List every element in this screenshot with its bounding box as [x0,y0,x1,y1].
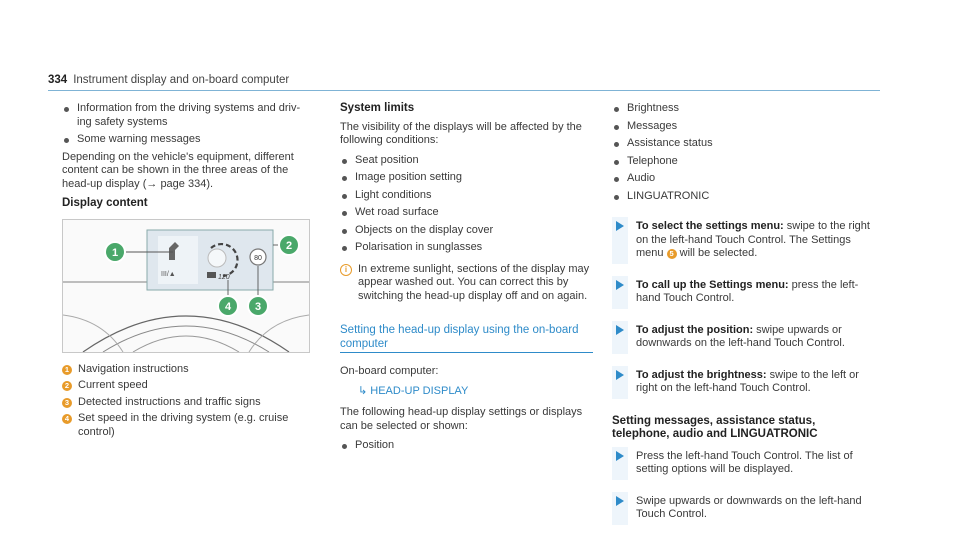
paragraph: On-board computer: [340,365,439,377]
nav-arrow-icon [169,241,179,260]
svg-text:4: 4 [225,301,232,313]
instruction-step: To select the settings menu: swipe to th… [612,217,874,264]
list-item: LINGUATRONIC [612,190,874,204]
step-arrow-icon [616,369,624,380]
list-item: Image position setting [340,171,593,185]
column-3: Brightness Messages Assistance status Te… [612,102,874,537]
list-item: Assistance status [612,137,874,151]
column-1: Information from the driving systems and… [62,102,310,442]
callout-1: 1 [104,240,126,263]
menu-badge: 5 [666,249,677,259]
step-arrow-icon [616,221,624,231]
hud-illustration: III/▲ 120 80 1 2 [62,218,310,353]
bullet-list: Information from the driving systems and… [62,102,308,147]
list-item: Information from the driving systems and… [62,102,308,129]
instruction-step: Press the left-hand Touch Control. The l… [612,446,874,480]
bullet-list: Position [340,439,593,453]
list-item: Objects on the display cover [340,224,593,238]
page-header: 334 Instrument display and on-board compu… [48,74,289,86]
list-item: Audio [612,172,874,186]
svg-text:3: 3 [255,301,261,313]
info-icon: i [340,263,352,276]
section-heading: Setting messages, assistance status, tel… [612,414,818,441]
menu-arrow-icon: ↳ [358,384,371,397]
bullet-list: Brightness Messages Assistance status Te… [612,102,874,203]
hud-illustration-svg: III/▲ 120 80 1 2 [63,229,309,352]
list-item: Telephone [612,155,874,169]
page-title: Instrument display and on-board computer [73,74,290,86]
step-arrow-icon [616,450,624,461]
speed-sign-icon [249,247,267,266]
step-arrow-icon [616,324,624,335]
menu-path: ↳ HEAD-UP DISPLAY [358,384,469,397]
instruction-step: To adjust the position: swipe upwards or… [612,320,874,354]
step-arrow-icon [616,495,624,506]
callout-4: 4 [217,294,239,317]
paragraph: The visibility of the displays will be a… [340,120,582,147]
svg-text:2: 2 [286,240,292,252]
list-item: Wet road surface [340,206,593,220]
svg-text:1: 1 [112,247,118,259]
speed-sign-label: 80 [254,255,262,262]
list-item: Polarisation in sunglasses [340,241,593,255]
list-item: Light conditions [340,189,593,203]
page-number: 334 [48,74,68,86]
header-rule [48,90,880,91]
list-item: Some warning messages [62,133,308,147]
list-item: Messages [612,120,874,134]
list-item: Position [340,439,593,453]
paragraph: The following head-up display settings o… [340,406,583,432]
callout-3: 3 [247,294,269,317]
callout-2: 2 [278,233,300,256]
instruction-step: To call up the Settings menu: press the … [612,275,874,309]
section-heading-link: Setting the head-up display using the on… [340,323,593,353]
instruction-step: To adjust the brightness: swipe to the l… [612,365,874,399]
section-heading: System limits [340,102,415,114]
step-arrow-icon [616,279,624,290]
section-heading: Display content [62,197,148,209]
paragraph: Depending on the vehicle's equipment, di… [62,150,294,190]
info-note: i In extreme sunlight, sections of the d… [340,263,593,304]
column-2: System limits The visibility of the disp… [340,102,593,457]
svg-text:III/▲: III/▲ [161,271,176,278]
bullet-list: Seat position Image position setting Lig… [340,154,593,255]
list-item: Seat position [340,154,593,168]
instruction-step: Swipe upwards or downwards on the left-h… [612,491,874,525]
set-speed-label: 120 [218,274,230,281]
list-item: Brightness [612,102,874,116]
